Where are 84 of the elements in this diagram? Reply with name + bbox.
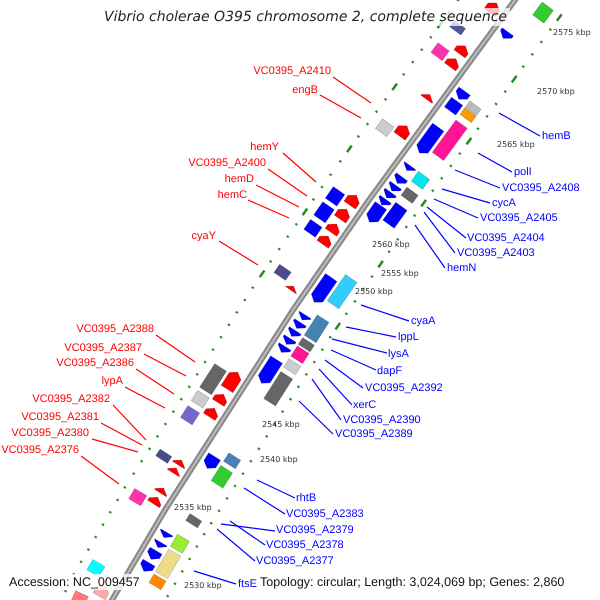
leader-line bbox=[282, 152, 316, 182]
scale-label: 2575 kbp bbox=[553, 28, 591, 38]
gene-label: polI bbox=[514, 166, 532, 179]
gene-label: VC0395_A2403 bbox=[457, 247, 535, 260]
leader-line bbox=[298, 400, 334, 434]
gene-label: VC0395_A2392 bbox=[365, 382, 443, 395]
leader-line bbox=[100, 422, 142, 446]
leader-line bbox=[414, 224, 446, 268]
leader-line bbox=[442, 188, 490, 204]
leader-line bbox=[194, 570, 236, 585]
leader-line bbox=[218, 240, 258, 266]
leader-line bbox=[434, 198, 478, 219]
leader-line bbox=[156, 334, 196, 362]
leader-line bbox=[320, 94, 362, 119]
scale-label: 2530 kbp bbox=[184, 581, 222, 591]
scale-label: 2560 kbp bbox=[372, 240, 410, 250]
leader-line bbox=[268, 168, 308, 196]
gene-label: VC0395_A2390 bbox=[343, 414, 421, 427]
gene-label: lypA bbox=[102, 375, 123, 388]
leader-line bbox=[332, 76, 372, 104]
leader-line bbox=[80, 456, 120, 484]
leader-line bbox=[256, 479, 296, 499]
gene-label: cyaY bbox=[192, 230, 216, 243]
gene-label: hemB bbox=[542, 130, 571, 143]
gene-label: VC0395_A2378 bbox=[266, 539, 344, 552]
scale-label: 2570 kbp bbox=[537, 87, 575, 97]
leader-line bbox=[424, 212, 456, 254]
gene-label: VC0395_A2408 bbox=[502, 182, 580, 195]
scale-label: 2565 kbp bbox=[497, 140, 535, 150]
gene-label: VC0395_A2381 bbox=[21, 411, 99, 424]
leader-line bbox=[220, 523, 276, 532]
gene-label: hemY bbox=[250, 141, 279, 154]
gene-label: VC0395_A2389 bbox=[335, 428, 413, 441]
leader-line bbox=[426, 206, 466, 238]
scale-label: 2555 kbp bbox=[381, 269, 419, 279]
leader-line bbox=[312, 378, 342, 420]
gene-label: hemN bbox=[447, 262, 476, 275]
leader-line bbox=[454, 169, 500, 189]
gene-label: xerC bbox=[353, 399, 376, 412]
leader-line bbox=[92, 438, 138, 453]
gene-label: lysA bbox=[388, 348, 409, 361]
gene-label: VC0395_A2380 bbox=[11, 427, 89, 440]
gene-label: rhtB bbox=[296, 492, 316, 505]
gene-label: VC0395_A2410 bbox=[253, 65, 331, 78]
gene-label: ftsE bbox=[238, 578, 257, 591]
scale-label: 2545 kbp bbox=[262, 420, 300, 430]
leader-line bbox=[248, 199, 290, 219]
gene-label: hemD bbox=[224, 173, 254, 186]
gene-label: lppL bbox=[398, 331, 419, 344]
scale-label: 2550 kbp bbox=[355, 287, 393, 297]
leader-line bbox=[136, 368, 174, 394]
leader-line bbox=[124, 386, 166, 409]
leader-line bbox=[256, 184, 300, 208]
leader-line bbox=[360, 304, 410, 322]
gene-label: VC0395_A2387 bbox=[64, 342, 142, 355]
gene-label: engB bbox=[292, 84, 318, 97]
leader-line bbox=[346, 326, 396, 338]
gene-label: VC0395_A2400 bbox=[188, 157, 266, 170]
leader-line bbox=[112, 404, 146, 440]
leader-line bbox=[244, 488, 286, 514]
gene-label: cyaA bbox=[411, 315, 436, 328]
scale-label: 2540 kbp bbox=[260, 455, 298, 465]
gene-label: cycA bbox=[492, 197, 516, 210]
leader-line bbox=[324, 360, 364, 388]
gene-label: VC0395_A2379 bbox=[276, 524, 354, 537]
gene-label: VC0395_A2377 bbox=[256, 555, 334, 568]
gene-label: VC0395_A2405 bbox=[480, 212, 558, 225]
leader-line bbox=[478, 152, 512, 173]
gene-label: VC0395_A2404 bbox=[467, 232, 545, 245]
gene-label: VC0395_A2388 bbox=[76, 323, 154, 336]
scale-label: 2535 kbp bbox=[174, 503, 212, 513]
leader-line bbox=[498, 112, 540, 137]
leader-line bbox=[330, 349, 376, 371]
leader-line bbox=[318, 368, 352, 406]
leader-line bbox=[332, 338, 388, 354]
gene-label: hemC bbox=[218, 189, 247, 202]
gene-label: VC0395_A2383 bbox=[286, 508, 364, 521]
gene-label: dapF bbox=[377, 365, 402, 378]
leader-line bbox=[216, 528, 256, 562]
leader-line bbox=[144, 353, 186, 377]
gene-label: VC0395_A2382 bbox=[32, 393, 110, 406]
gene-label: VC0395_A2386 bbox=[56, 357, 134, 370]
leader-line bbox=[230, 520, 266, 546]
gene-label: VC0395_A2376 bbox=[1, 444, 79, 457]
